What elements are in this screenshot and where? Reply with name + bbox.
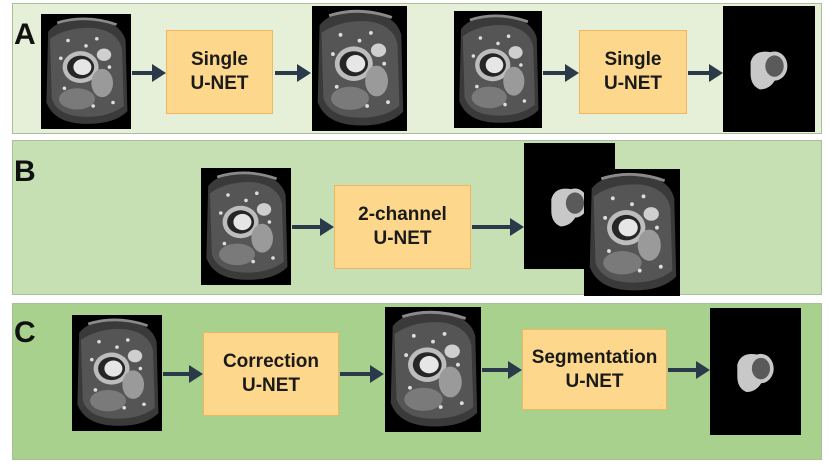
mri-slice-drawing xyxy=(589,172,677,291)
panel-c-mri-corrected-image xyxy=(385,307,481,432)
box-line-2: U-NET xyxy=(190,73,249,94)
panel-a-label: A xyxy=(14,18,36,51)
segmentation-mask-drawing xyxy=(551,188,588,227)
panel-a-arrow-4 xyxy=(688,64,723,82)
panel-a-single-unet-box-1: Single U-NET xyxy=(166,30,273,114)
panel-a-mri-input-image-2 xyxy=(454,11,542,128)
panel-a xyxy=(12,3,822,134)
box-line-2: U-NET xyxy=(373,228,432,249)
mri-slice-drawing xyxy=(317,9,404,126)
segmentation-mask-drawing xyxy=(750,51,788,90)
mri-slice-drawing xyxy=(206,171,288,280)
panel-b-2-channel-unet-box: 2-channel U-NET xyxy=(334,185,471,269)
segmentation-mask-drawing xyxy=(737,353,774,393)
panel-c-arrow-3 xyxy=(482,361,522,379)
panel-a-arrow-3 xyxy=(543,64,579,82)
box-line-1: Single xyxy=(190,49,248,70)
panel-a-segmentation-mask-image xyxy=(723,6,815,132)
box-line-2: U-NET xyxy=(603,73,663,94)
panel-c-arrow-1 xyxy=(163,365,203,383)
box-line-1: Segmentation xyxy=(531,346,658,368)
mri-slice-drawing xyxy=(459,14,539,123)
panel-a-arrow-2 xyxy=(275,64,311,82)
panel-a-mri-output-image xyxy=(312,6,407,131)
panel-a-mri-input-image xyxy=(41,14,131,129)
panel-b-label: B xyxy=(14,155,36,188)
panel-c-label: C xyxy=(14,316,36,349)
panel-a-arrow-1 xyxy=(132,64,166,82)
panel-c-segmentation-mask-image xyxy=(710,308,801,435)
mri-slice-drawing xyxy=(46,17,128,124)
panel-c-segmentation-unet-box: Segmentation U-NET xyxy=(522,329,667,410)
panel-c-mri-input-image xyxy=(72,315,162,431)
panel-b-mri-input-image xyxy=(201,168,291,285)
panel-b-arrow-1 xyxy=(292,218,334,236)
panel-b-mri-output-image xyxy=(584,169,680,296)
box-line-2: U-NET xyxy=(241,375,301,396)
box-line-2: U-NET xyxy=(565,370,624,392)
panel-b-arrow-2 xyxy=(472,218,524,236)
mri-slice-drawing xyxy=(390,310,478,427)
box-line-1: Single xyxy=(604,49,662,70)
panel-c-arrow-2 xyxy=(340,365,384,383)
box-line-1: 2-channel xyxy=(358,204,447,225)
panel-c-correction-unet-box: Correction U-NET xyxy=(203,332,339,416)
box-line-1: Correction xyxy=(222,351,320,372)
panel-c-arrow-4 xyxy=(668,361,710,379)
panel-a-single-unet-box-2: Single U-NET xyxy=(579,30,687,114)
mri-slice-drawing xyxy=(77,318,159,426)
